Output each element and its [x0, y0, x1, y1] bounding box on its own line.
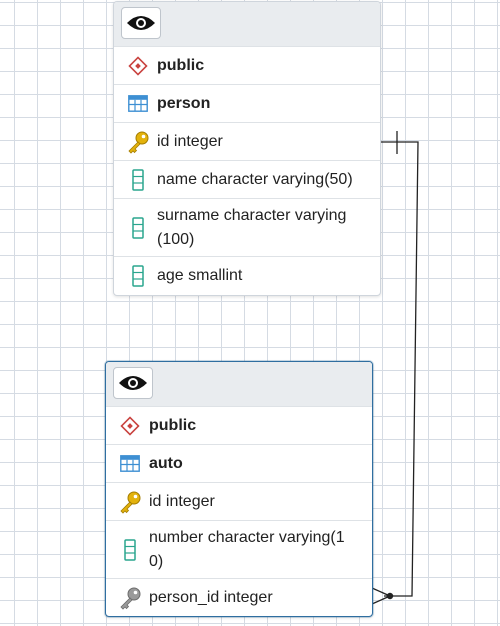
column-icon: [126, 264, 150, 288]
schema-label: public: [157, 56, 205, 74]
column-row-person-id[interactable]: person_id integer: [106, 579, 372, 617]
table-node-person[interactable]: public person id: [113, 1, 381, 296]
crows-foot-upper: [371, 587, 391, 597]
column-label: id integer: [157, 132, 223, 150]
column-row-name[interactable]: name character varying(50): [114, 161, 380, 199]
schema-icon: [126, 54, 150, 78]
table-header: [106, 362, 372, 407]
schema-row[interactable]: public: [106, 407, 372, 445]
view-toggle-button[interactable]: [113, 367, 153, 399]
column-label: person_id integer: [149, 589, 273, 606]
schema-icon: [118, 414, 142, 438]
table-name-row[interactable]: auto: [106, 445, 372, 483]
column-label: age smallint: [157, 267, 243, 284]
column-icon: [118, 538, 142, 562]
schema-row[interactable]: public: [114, 47, 380, 85]
primary-key-icon: [118, 490, 142, 514]
table-name-label: auto: [149, 454, 183, 472]
eye-icon: [119, 376, 147, 390]
column-row-age[interactable]: age smallint: [114, 257, 380, 295]
foreign-key-icon: [118, 586, 142, 610]
column-row-id[interactable]: id integer: [106, 483, 372, 521]
table-node-auto[interactable]: public auto id i: [105, 361, 373, 617]
table-name-label: person: [157, 94, 211, 112]
column-row-number[interactable]: number character varying(1 0): [106, 521, 372, 579]
eye-icon: [127, 16, 155, 30]
column-label: number character varying(1 0): [149, 528, 345, 570]
column-label: id integer: [149, 492, 215, 510]
primary-key-icon: [126, 130, 150, 154]
column-row-id[interactable]: id integer: [114, 123, 380, 161]
view-toggle-button[interactable]: [121, 7, 161, 39]
column-icon: [126, 168, 150, 192]
many-marker-dot: [386, 592, 394, 600]
column-icon: [126, 216, 150, 240]
table-name-row[interactable]: person: [114, 85, 380, 123]
table-icon: [118, 452, 142, 476]
column-label: surname character varying (100): [157, 206, 347, 248]
crows-foot-lower: [371, 595, 391, 605]
column-row-surname[interactable]: surname character varying (100): [114, 199, 380, 257]
schema-label: public: [149, 416, 197, 434]
table-icon: [126, 92, 150, 116]
column-label: name character varying(50): [157, 170, 353, 188]
table-header: [114, 2, 380, 47]
